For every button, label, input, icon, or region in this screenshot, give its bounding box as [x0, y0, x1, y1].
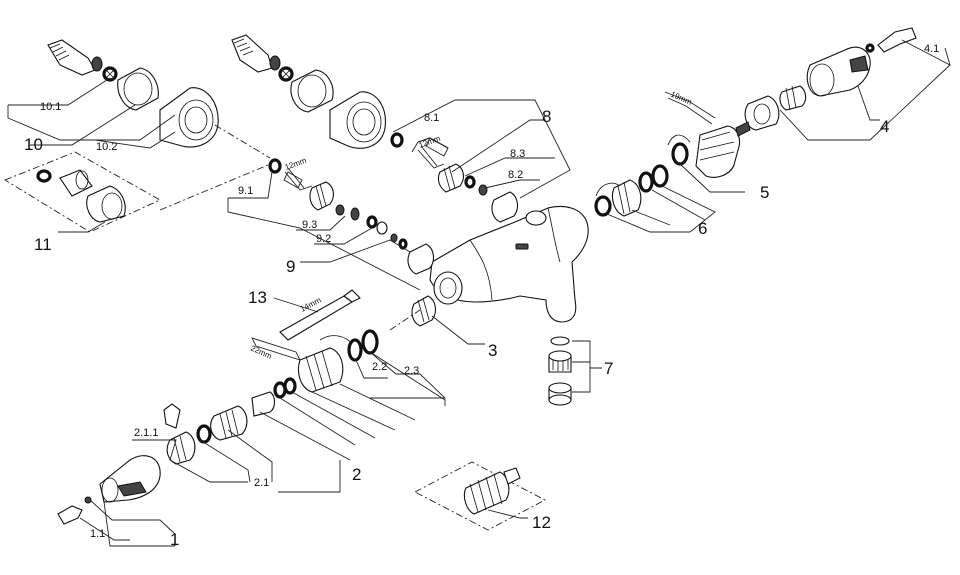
label-13: 13: [248, 288, 267, 307]
label-3: 3: [488, 341, 497, 360]
tool-label-12mm-a: 12mm: [284, 156, 308, 172]
leader-2-1: [199, 429, 273, 483]
leader-7: [572, 340, 602, 393]
leader-9-3: [296, 215, 346, 231]
part-12-box: [414, 461, 546, 531]
leader-1-1: [79, 517, 130, 541]
leader-6: [606, 185, 716, 233]
label-10-1: 10.1: [40, 101, 61, 113]
label-2-3: 2.3: [404, 365, 419, 377]
label-8-1: 8.1: [424, 112, 439, 124]
part-6-assembly: [594, 164, 669, 217]
leader-2-1-1: [132, 439, 248, 483]
label-9-1: 9.1: [238, 185, 253, 197]
leader-13: [273, 297, 319, 313]
leader-8-1: [392, 99, 571, 199]
part-1-assembly: [57, 455, 161, 525]
tool-label-12mm-b: 12mm: [418, 134, 442, 150]
label-2-1: 2.1: [254, 477, 269, 489]
tool-label-22mm: 22mm: [249, 344, 273, 361]
leader-2: [259, 351, 446, 493]
part-3-nut: [411, 295, 437, 327]
leader-4b: [857, 85, 880, 121]
label-2: 2: [352, 465, 361, 484]
leader-11: [58, 221, 106, 233]
part-7-assembly: [548, 336, 572, 406]
label-4: 4: [880, 117, 889, 136]
part-10-assembly: [47, 39, 219, 148]
leader-12: [487, 509, 528, 519]
hex-key-12mm-b: [417, 145, 445, 169]
leader-8-2: [484, 179, 540, 189]
label-9-2: 9.2: [316, 233, 331, 245]
part-5-assembly: [664, 91, 751, 178]
hex-key-12mm-a: [284, 167, 313, 191]
callout-labels: 10.1 10 10.2 11 8.1 8 8.3 8.2 9.1 9.3 9.…: [24, 43, 939, 549]
label-2-1-1: 2.1.1: [134, 427, 158, 439]
label-4-1: 4.1: [924, 43, 939, 55]
part-2-assembly: [163, 329, 379, 465]
label-10-2: 10.2: [96, 141, 117, 153]
leader-9-1: [227, 171, 421, 291]
label-5: 5: [760, 183, 769, 202]
label-8-2: 8.2: [508, 169, 523, 181]
axis-10: [214, 124, 271, 159]
label-9-3: 9.3: [302, 219, 317, 231]
leader-5: [679, 163, 745, 193]
part-13-tool: [279, 289, 361, 341]
leader-9-2: [314, 227, 373, 245]
leader-2-2: [355, 359, 388, 379]
part-4-assembly: [744, 27, 917, 131]
label-10: 10: [24, 135, 43, 154]
label-12: 12: [532, 513, 551, 532]
leader-10-2: [94, 131, 176, 149]
part-9-assembly: [268, 158, 435, 275]
axis-11: [159, 164, 269, 211]
label-8-3: 8.3: [510, 148, 525, 160]
axis-13: [389, 309, 421, 331]
label-7: 7: [604, 359, 613, 378]
leader-2-3: [369, 351, 447, 399]
label-6: 6: [698, 219, 707, 238]
part-11-box: [3, 151, 161, 233]
label-1: 1: [170, 530, 179, 549]
part-8-assembly: [231, 34, 519, 223]
label-1-1: 1.1: [90, 528, 105, 540]
leader-1: [89, 499, 176, 547]
leader-10-1: [7, 77, 176, 141]
leader-10: [30, 104, 136, 146]
leader-8-3: [464, 157, 555, 177]
label-2-2: 2.2: [372, 361, 387, 373]
leader-4: [779, 64, 951, 141]
leader-8: [451, 119, 545, 173]
leader-9: [300, 239, 411, 263]
label-11: 11: [34, 235, 52, 254]
label-8: 8: [542, 107, 551, 126]
leader-3: [431, 315, 485, 345]
label-9: 9: [286, 257, 295, 276]
thermostat-body: [429, 205, 589, 323]
